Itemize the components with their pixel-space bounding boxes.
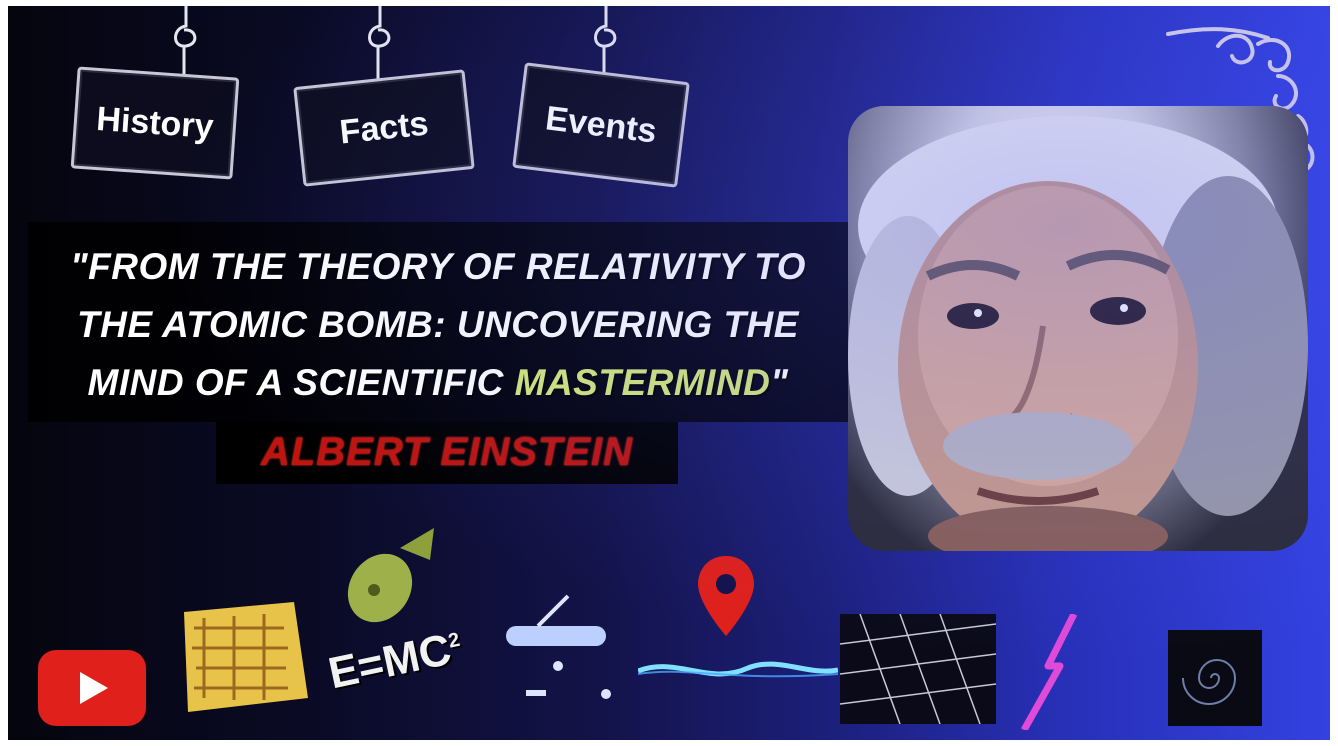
einstein-portrait xyxy=(848,106,1308,551)
headline-line-1: "FROM THE THEORY OF RELATIVITY TO xyxy=(70,246,806,287)
headline-box: "FROM THE THEORY OF RELATIVITY TO THE AT… xyxy=(28,222,848,422)
bomb-icon xyxy=(347,528,434,623)
youtube-icon[interactable] xyxy=(38,650,146,726)
hook-icon xyxy=(174,6,197,80)
headline-close-quote: " xyxy=(770,362,789,403)
satellite-icon xyxy=(506,594,611,699)
tag-events[interactable]: Events xyxy=(512,62,690,188)
tag-facts[interactable]: Facts xyxy=(293,69,475,187)
tag-history-label: History xyxy=(95,99,215,146)
headline-highlight: MASTERMIND xyxy=(514,362,771,403)
spiral-icon xyxy=(1168,630,1262,726)
formula-icon: E=MC2 xyxy=(324,623,466,700)
bottom-icons: E=MC2 xyxy=(8,516,1330,740)
tag-facts-label: Facts xyxy=(337,103,431,152)
tag-events-label: Events xyxy=(543,98,659,151)
author-box: ALBERT EINSTEIN xyxy=(216,422,678,484)
light-wave-icon xyxy=(638,661,838,678)
cube-icon xyxy=(184,602,308,712)
location-pin-icon[interactable] xyxy=(698,556,754,636)
headline-line-3: MIND OF A SCIENTIFIC MASTERMIND" xyxy=(28,362,848,404)
author-name: ALBERT EINSTEIN xyxy=(260,430,634,474)
grid-icon xyxy=(840,614,996,724)
tag-history[interactable]: History xyxy=(70,66,240,180)
headline-line-2-text: THE ATOMIC BOMB: UNCOVERING THE xyxy=(77,304,799,345)
lightning-icon xyxy=(1020,614,1078,730)
formula-text: E=MC xyxy=(324,624,456,699)
thumbnail: History Facts Events xyxy=(8,6,1330,740)
headline-line-3-text: MIND OF A SCIENTIFIC xyxy=(87,362,515,403)
headline-line-2: THE ATOMIC BOMB: UNCOVERING THE xyxy=(28,304,848,346)
